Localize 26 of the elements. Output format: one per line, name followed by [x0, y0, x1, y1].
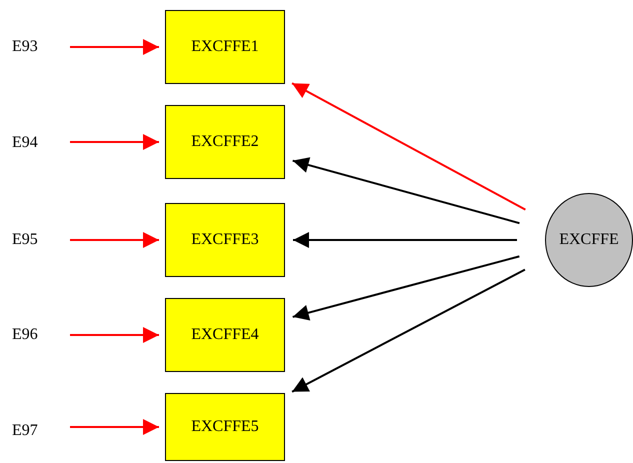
variable-label: E97 [12, 422, 38, 440]
arrow [70, 419, 159, 435]
arrow [70, 39, 159, 55]
arrow [292, 157, 520, 224]
arrow [70, 232, 159, 248]
observed-variable-box [165, 393, 285, 461]
observed-variable-box [165, 203, 285, 277]
observed-variable-box [165, 298, 285, 372]
variable-label: E95 [12, 231, 38, 249]
observed-variable-box [165, 10, 285, 84]
variable-name: EXCFFE1 [191, 38, 259, 56]
arrow [293, 232, 517, 248]
observed-variable-box [165, 105, 285, 179]
arrow [292, 268, 526, 393]
variable-label: E93 [12, 38, 38, 56]
arrow [292, 82, 526, 211]
variable-name: EXCFFE4 [191, 326, 259, 344]
arrow [292, 255, 520, 320]
variable-name: EXCFFE [559, 231, 619, 249]
arrow [70, 134, 159, 150]
variable-name: EXCFFE3 [191, 231, 259, 249]
variable-label: E94 [12, 134, 38, 152]
arrow [70, 327, 159, 343]
variable-name: EXCFFE2 [191, 133, 259, 151]
variable-label: E96 [12, 326, 38, 344]
variable-name: EXCFFE5 [191, 418, 259, 436]
